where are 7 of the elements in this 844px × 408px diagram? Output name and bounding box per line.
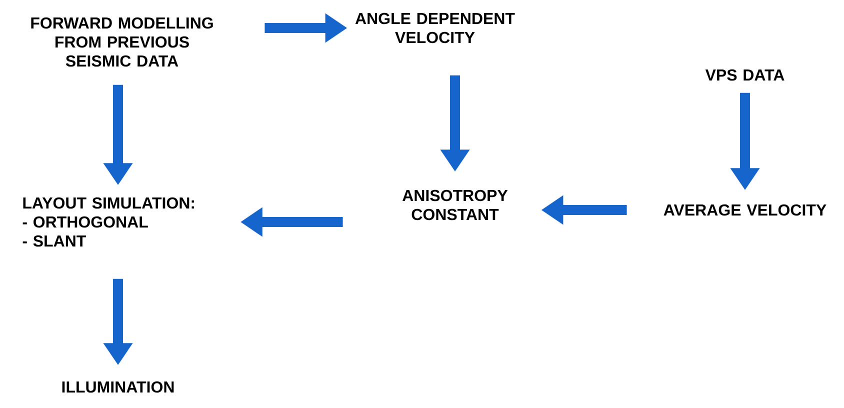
step-text: ILLUMINATION — [62, 381, 174, 393]
step-text: VPS DATA — [705, 69, 784, 81]
step-text: FORWARD MODELLING FROM PREVIOUS SEISMIC DATA — [31, 17, 213, 67]
step-text: AVERAGE VELOCITY — [664, 204, 826, 216]
step-text: LAYOUT SIMULATION: - ORTHOGONAL - SLANT — [22, 197, 194, 247]
step-text: ANGLE DEPENDENT VELOCITY — [355, 12, 515, 44]
step-text: ANISOTROPY CONSTANT — [402, 190, 508, 220]
